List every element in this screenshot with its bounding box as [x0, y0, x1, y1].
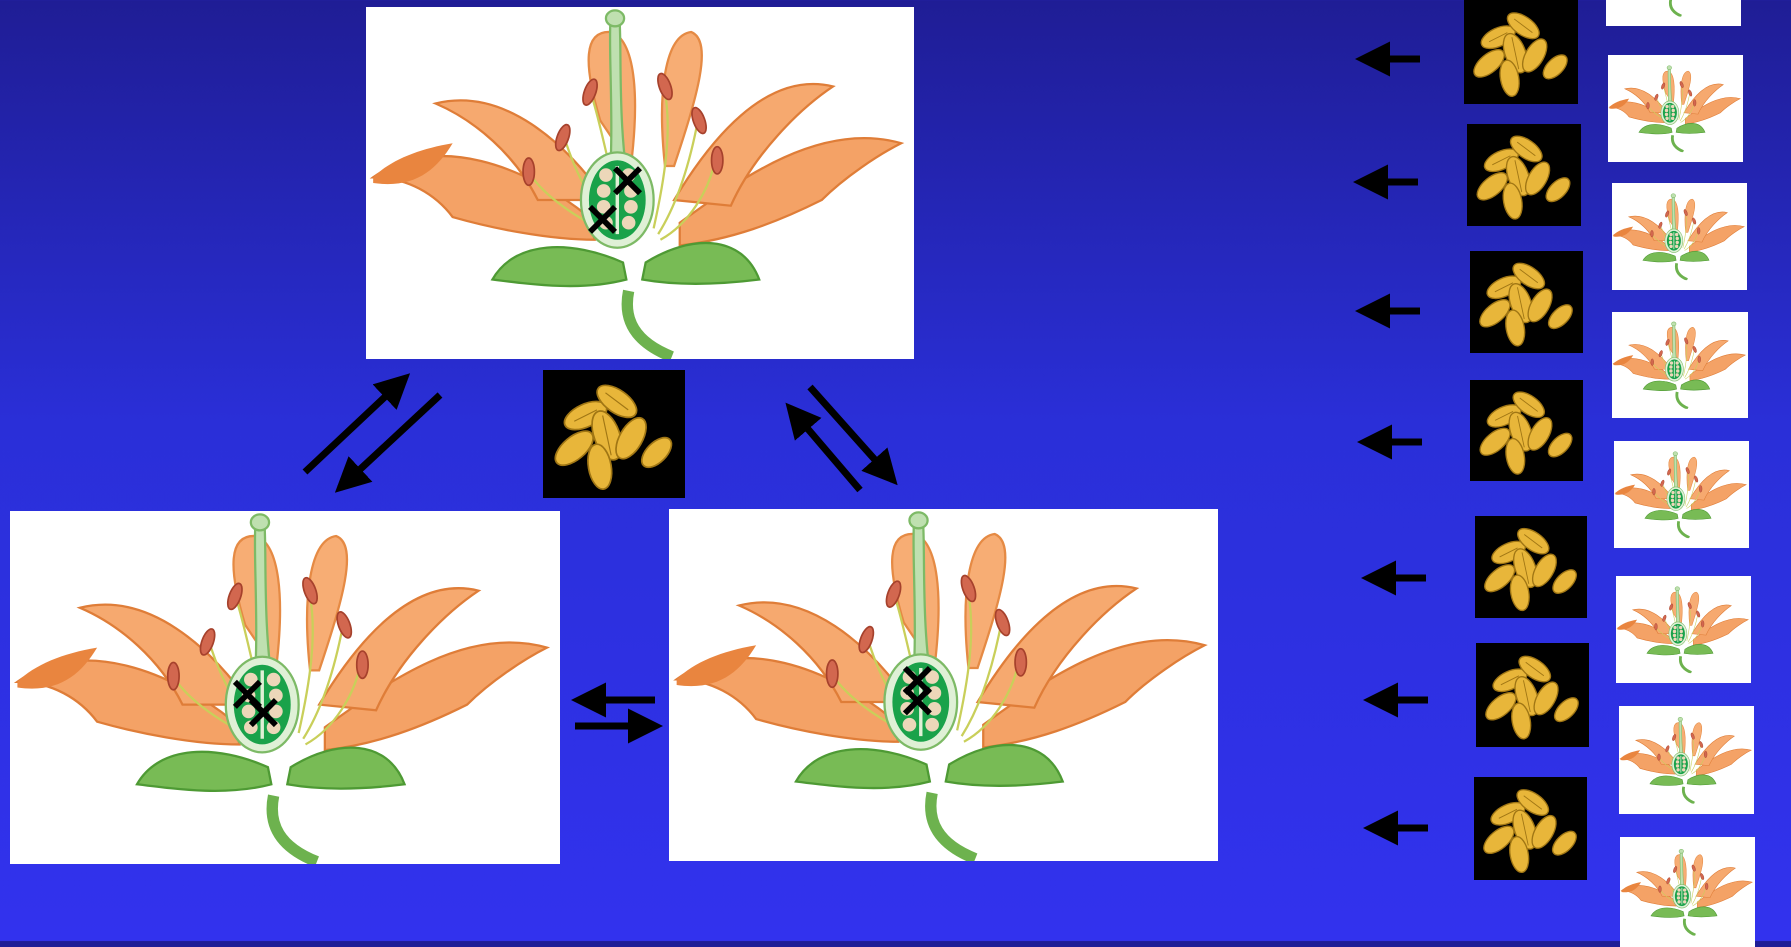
small-flower — [1614, 441, 1749, 548]
small-flower — [1619, 706, 1754, 814]
pollen-item — [1464, 0, 1578, 104]
arrow — [810, 387, 893, 480]
flower-bottom-right — [669, 509, 1218, 861]
arrow — [305, 378, 405, 472]
arrow — [790, 408, 860, 490]
pollen-item — [1467, 124, 1581, 226]
pollen-item — [1474, 777, 1587, 880]
small-flower — [1606, 0, 1741, 26]
pollen-item — [1470, 251, 1583, 353]
small-flower — [1608, 55, 1743, 162]
pollen-item — [1475, 516, 1587, 618]
small-flower — [1612, 183, 1747, 290]
pollen-item — [1470, 380, 1583, 481]
arrow — [340, 395, 440, 488]
small-flower — [1612, 312, 1748, 418]
small-flower — [1620, 837, 1755, 947]
flower-bottom-left — [10, 511, 560, 864]
small-flower — [1616, 576, 1751, 683]
flower-top — [366, 7, 914, 359]
pollen-center — [543, 370, 685, 498]
pollen-item — [1476, 643, 1589, 747]
